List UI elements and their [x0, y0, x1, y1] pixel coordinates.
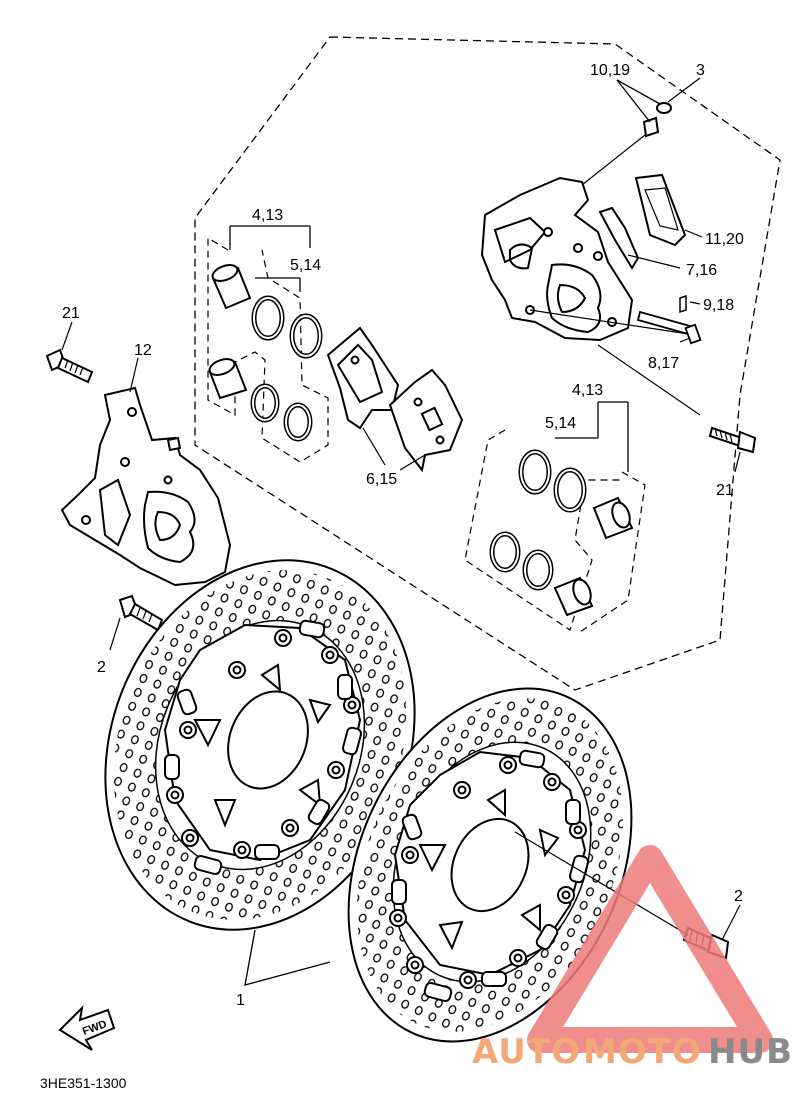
part-labels: 10,19 3 11,20 7,16 9,18 8,17 4,13 5,14 2…: [62, 62, 744, 1009]
label-2-right: 2: [734, 888, 743, 905]
brake-pad-2: [388, 368, 464, 473]
label-21-right: 21: [716, 482, 734, 499]
watermark-logo: [527, 845, 773, 1053]
caliper-bolt-left: [45, 348, 94, 384]
bleeder-screw: [642, 102, 672, 138]
label-21-left: 21: [62, 305, 80, 322]
piston-right-2: [553, 576, 594, 617]
label-4-13-top: 4,13: [252, 207, 283, 224]
left-caliper: [60, 386, 232, 587]
label-1: 1: [236, 992, 245, 1009]
assembly-boundary-dashed: [194, 36, 781, 691]
label-10-19: 10,19: [590, 62, 630, 79]
label-3: 3: [696, 62, 705, 79]
label-2-left: 2: [97, 659, 106, 676]
right-caliper: [480, 176, 634, 342]
caliper-bolt-right: [708, 426, 757, 454]
pad-pin: [529, 294, 702, 345]
watermark-auto: AUTO: [472, 1032, 581, 1072]
label-5-14-right: 5,14: [545, 415, 576, 432]
label-7-16: 7,16: [686, 262, 717, 279]
brake-disc-right: [347, 687, 633, 1043]
label-4-13-right: 4,13: [572, 382, 603, 399]
watermark-hub: HUB: [708, 1032, 793, 1072]
label-8-17: 8,17: [648, 355, 679, 372]
label-5-14-top: 5,14: [290, 257, 321, 274]
label-12: 12: [134, 342, 152, 359]
diagram-code: 3HE351-1300: [40, 1075, 127, 1091]
disc-bolt-left: [118, 594, 164, 632]
piston-top-1: [211, 264, 252, 310]
fwd-arrow: FWD: [58, 1005, 116, 1051]
label-9-18: 9,18: [703, 297, 734, 314]
brake-pad-1: [326, 326, 400, 430]
label-6-15: 6,15: [366, 471, 397, 488]
watermark-text: AUTO MOTO HUB: [472, 1032, 793, 1072]
brake-disc-left: [104, 559, 416, 931]
label-11-20: 11,20: [705, 231, 744, 248]
piston-right-1: [592, 496, 634, 540]
watermark-moto: MOTO: [583, 1032, 702, 1072]
pad-shim: [634, 173, 687, 247]
piston-top-2: [208, 358, 248, 400]
